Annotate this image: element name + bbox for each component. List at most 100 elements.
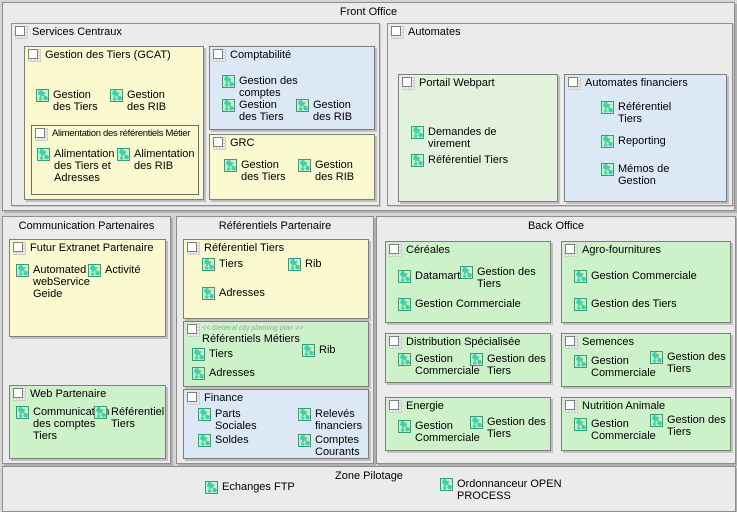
- item-gestion-des-tiers[interactable]: Gestion des Tiers: [650, 414, 729, 438]
- application-icon: [224, 159, 237, 172]
- zone-back-office[interactable]: Back Office Céréales Datamart Gestion de…: [376, 216, 736, 464]
- item-gestion-des-tiers[interactable]: Gestion des Tiers: [470, 353, 549, 377]
- application-icon: [205, 481, 218, 494]
- item-rib[interactable]: Rib: [288, 258, 334, 271]
- window-icon: [402, 77, 415, 90]
- application-icon: [198, 408, 211, 421]
- application-icon: [398, 420, 411, 433]
- item-gestion-des-rib[interactable]: Gestion des RIB: [296, 99, 362, 123]
- application-icon: [470, 353, 483, 366]
- box-automates-financiers[interactable]: Automates financiers Référentiel Tiers R…: [564, 74, 727, 202]
- item-releves-financiers[interactable]: Relevés financiers: [298, 408, 367, 432]
- zone-communication-partenaires[interactable]: Communication Partenaires Futur Extranet…: [2, 216, 171, 464]
- panel-services-centraux[interactable]: Services Centraux Gestion des Tiers (GCA…: [11, 23, 380, 206]
- application-icon: [398, 270, 411, 283]
- window-icon: [187, 324, 200, 337]
- item-referentiel-tiers[interactable]: Référentiel Tiers: [94, 406, 164, 430]
- zone-title: Zone Pilotage: [335, 470, 403, 482]
- item-gestion-des-rib[interactable]: Gestion des RIB: [110, 89, 176, 113]
- item-gestion-commerciale[interactable]: Gestion Commerciale: [398, 353, 480, 377]
- item-datamart[interactable]: Datamart: [398, 270, 468, 283]
- window-icon: [28, 49, 41, 62]
- item-automated-webservice-geide[interactable]: Automated webService Geide: [16, 264, 92, 300]
- box-agro-fournitures[interactable]: Agro-fournitures Gestion Commerciale Ges…: [561, 241, 731, 323]
- box-nutrition-animale[interactable]: Nutrition Animale Gestion Commerciale Ge…: [561, 397, 731, 451]
- zone-referentiels-partenaire[interactable]: Référentiels Partenaire Référentiel Tier…: [176, 216, 374, 464]
- application-icon: [202, 258, 215, 271]
- application-icon: [88, 264, 101, 277]
- item-gestion-des-tiers[interactable]: Gestion des Tiers: [224, 159, 290, 183]
- item-adresses[interactable]: Adresses: [192, 367, 266, 380]
- application-icon: [574, 270, 587, 283]
- box-distribution-specialisee[interactable]: Distribution Spécialisée Gestion Commerc…: [385, 333, 551, 383]
- application-icon: [574, 298, 587, 311]
- item-alimentation-tiers-adresses[interactable]: Alimentation des Tiers et Adresses: [37, 148, 119, 184]
- item-gestion-des-tiers[interactable]: Gestion des Tiers: [574, 298, 714, 311]
- item-gestion-commerciale[interactable]: Gestion Commerciale: [398, 420, 480, 444]
- item-referentiel-tiers[interactable]: Référentiel Tiers: [411, 154, 521, 167]
- window-icon: [187, 242, 200, 255]
- box-finance[interactable]: Finance Parts Sociales Relevés financier…: [183, 389, 369, 459]
- application-icon: [298, 159, 311, 172]
- application-icon: [574, 418, 587, 431]
- item-gestion-des-tiers[interactable]: Gestion des Tiers: [460, 266, 541, 290]
- box-comptabilite[interactable]: Comptabilité Gestion des comptes Gestion…: [209, 46, 375, 130]
- item-alimentation-rib[interactable]: Alimentation des RIB: [117, 148, 197, 172]
- item-gestion-des-rib[interactable]: Gestion des RIB: [298, 159, 364, 183]
- item-tiers[interactable]: Tiers: [202, 258, 258, 271]
- application-icon: [110, 89, 123, 102]
- application-icon: [601, 101, 614, 114]
- box-portail-webpart[interactable]: Portail Webpart Demandes de virement Réf…: [398, 74, 558, 202]
- box-grc[interactable]: GRC Gestion des Tiers Gestion des RIB: [209, 134, 375, 200]
- application-icon: [222, 75, 235, 88]
- item-communication-des-comptes-tiers[interactable]: Communication des comptes Tiers: [16, 406, 109, 442]
- application-icon: [198, 434, 211, 447]
- box-alimentation-referentiels-metier[interactable]: Alimentation des référentiels Métier Ali…: [31, 125, 199, 195]
- item-tiers[interactable]: Tiers: [192, 348, 248, 361]
- zone-title: Back Office: [527, 220, 585, 232]
- window-icon: [568, 77, 581, 90]
- item-echanges-ftp[interactable]: Echanges FTP: [205, 481, 305, 494]
- box-referentiels-metiers[interactable]: << General city planning plan >> Référen…: [183, 321, 369, 387]
- item-comptes-courants[interactable]: Comptes Courants: [298, 434, 367, 458]
- item-gestion-des-comptes[interactable]: Gestion des comptes: [222, 75, 342, 99]
- panel-automates[interactable]: Automates Portail Webpart Demandes de vi…: [387, 23, 733, 206]
- window-icon: [35, 128, 48, 141]
- box-cereales[interactable]: Céréales Datamart Gestion des Tiers: [385, 241, 551, 323]
- item-gestion-commerciale[interactable]: Gestion Commerciale: [574, 355, 656, 379]
- box-gestion-des-tiers-gcat[interactable]: Gestion des Tiers (GCAT) Gestion des Tie…: [24, 46, 204, 200]
- box-web-partenaire[interactable]: Web Partenaire Communication des comptes…: [9, 385, 166, 459]
- item-gestion-commerciale[interactable]: Gestion Commerciale: [574, 418, 656, 442]
- item-gestion-commerciale[interactable]: Gestion Commerciale: [398, 298, 528, 311]
- item-ordonnanceur-open-process[interactable]: Ordonnanceur OPEN PROCESS: [440, 478, 572, 502]
- item-activite[interactable]: Activité: [88, 264, 152, 277]
- box-semences[interactable]: Semences Gestion Commerciale Gestion des…: [561, 333, 731, 387]
- box-title: Finance: [204, 392, 244, 404]
- item-parts-sociales[interactable]: Parts Sociales: [198, 408, 261, 432]
- box-energie[interactable]: Energie Gestion Commerciale Gestion des …: [385, 397, 551, 451]
- item-referentiel-tiers[interactable]: Référentiel Tiers: [601, 101, 675, 125]
- application-icon: [411, 154, 424, 167]
- application-icon: [470, 416, 483, 429]
- item-gestion-des-tiers[interactable]: Gestion des Tiers: [470, 416, 549, 440]
- window-icon: [391, 26, 404, 39]
- item-rib[interactable]: Rib: [302, 344, 348, 357]
- item-gestion-des-tiers[interactable]: Gestion des Tiers: [650, 351, 729, 375]
- item-memos-de-gestion[interactable]: Mémos de Gestion: [601, 163, 675, 187]
- item-soldes[interactable]: Soldes: [198, 434, 261, 447]
- item-gestion-des-tiers[interactable]: Gestion des Tiers: [36, 89, 102, 113]
- item-gestion-des-tiers[interactable]: Gestion des Tiers: [222, 99, 288, 123]
- box-futur-extranet-partenaire[interactable]: Futur Extranet Partenaire Automated webS…: [9, 239, 166, 337]
- zone-front-office[interactable]: Front Office Services Centraux Gestion d…: [2, 2, 735, 211]
- item-reporting[interactable]: Reporting: [601, 135, 685, 148]
- application-icon: [202, 287, 215, 300]
- zone-pilotage[interactable]: Zone Pilotage Echanges FTP Ordonnanceur …: [2, 466, 736, 512]
- item-demandes-de-virement[interactable]: Demandes de virement: [411, 126, 503, 150]
- box-referentiel-tiers[interactable]: Référentiel Tiers Tiers Rib: [183, 239, 369, 319]
- window-icon: [565, 336, 578, 349]
- item-gestion-commerciale[interactable]: Gestion Commerciale: [574, 270, 714, 283]
- application-icon: [298, 408, 311, 421]
- application-icon: [16, 264, 29, 277]
- box-title: Semences: [582, 336, 634, 348]
- item-adresses[interactable]: Adresses: [202, 287, 276, 300]
